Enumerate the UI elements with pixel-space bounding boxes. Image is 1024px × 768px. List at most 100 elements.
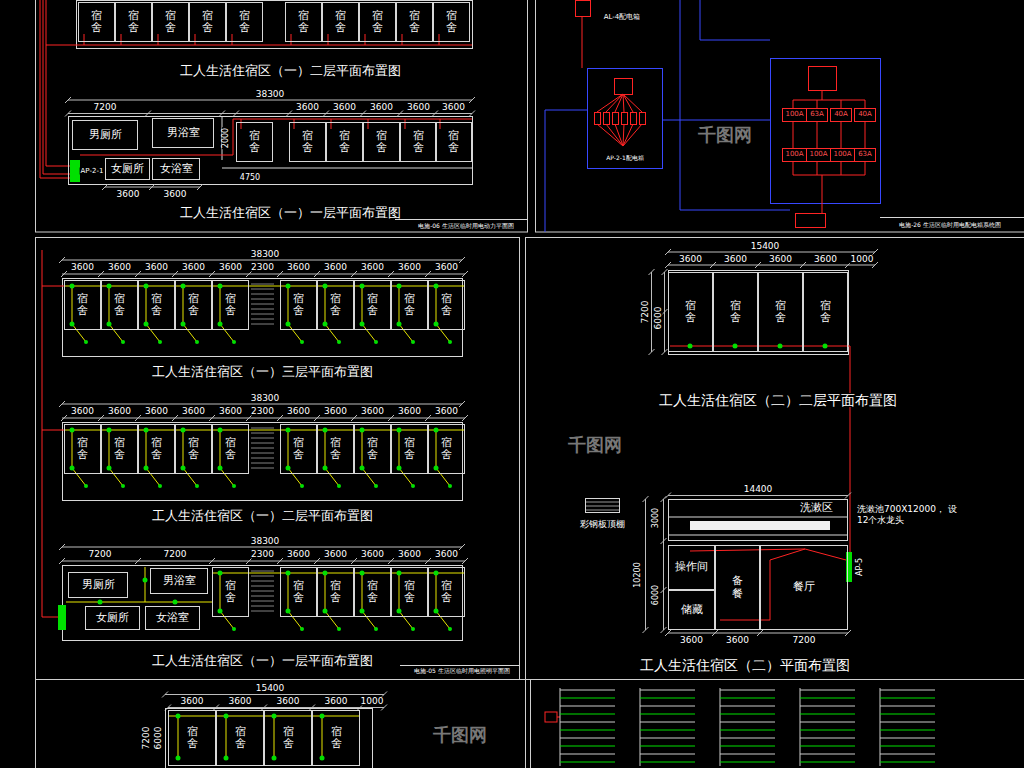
room-box: 宿舍 bbox=[289, 122, 326, 162]
lamp-symbol bbox=[218, 609, 223, 614]
room-box: 宿舍 bbox=[280, 567, 317, 617]
lamp-symbol bbox=[107, 284, 112, 289]
panel-frame bbox=[36, 680, 526, 768]
dimension-tick bbox=[197, 184, 203, 190]
dimension-tick bbox=[209, 415, 215, 421]
lamp-symbol bbox=[778, 344, 783, 349]
wire bbox=[841, 122, 842, 148]
lamp-symbol bbox=[70, 466, 75, 471]
stair-tread bbox=[251, 601, 274, 602]
room-box: 宿舍 bbox=[312, 710, 360, 766]
lighting-wire bbox=[322, 716, 323, 758]
dimension-tick bbox=[665, 262, 671, 268]
lamp-symbol bbox=[218, 284, 223, 289]
lighting-wire bbox=[64, 430, 465, 431]
switch-symbol bbox=[232, 627, 236, 631]
lighting-wire bbox=[183, 324, 197, 342]
dimension-text: 3600 bbox=[813, 255, 838, 264]
dimension-tick bbox=[462, 558, 468, 564]
box-outline bbox=[588, 69, 663, 169]
lamp-symbol bbox=[360, 322, 365, 327]
room-name: 宿舍 bbox=[820, 300, 831, 324]
lamp-symbol bbox=[181, 466, 186, 471]
circuit-line bbox=[880, 730, 935, 731]
lighting-wire bbox=[325, 573, 326, 611]
dimension-tick bbox=[845, 493, 851, 499]
dimension-tick bbox=[388, 415, 394, 421]
dimension-tick bbox=[360, 111, 366, 117]
dimension-text: 1000 bbox=[850, 255, 875, 264]
wire bbox=[328, 34, 329, 45]
room-box: 宿舍 bbox=[396, 2, 433, 42]
switch-symbol bbox=[411, 484, 415, 488]
drawing-title: 工人生活住宿区（二）二层平面布置图 bbox=[658, 393, 898, 407]
room-box: 操作间 bbox=[668, 545, 715, 590]
dimension-line bbox=[668, 265, 875, 266]
dimension-tick bbox=[102, 184, 108, 190]
wire bbox=[865, 100, 866, 108]
lamp-symbol bbox=[181, 428, 186, 433]
dimension-tick bbox=[219, 111, 225, 117]
room-name: 宿舍 bbox=[239, 10, 250, 34]
wire bbox=[700, 0, 770, 40]
lighting-wire bbox=[109, 430, 110, 468]
wire bbox=[76, 45, 472, 46]
lighting-wire bbox=[362, 286, 363, 324]
wire bbox=[121, 34, 122, 45]
stair-tread bbox=[251, 294, 274, 295]
dimension-line bbox=[62, 274, 465, 275]
stair-tread bbox=[251, 591, 274, 592]
lamp-symbol bbox=[320, 714, 325, 719]
circuit-line bbox=[640, 738, 695, 739]
room-name: 宿舍 bbox=[441, 293, 452, 317]
dimension-text: 3600 bbox=[70, 407, 95, 416]
room-box: 宿舍 bbox=[212, 424, 249, 474]
lighting-wire bbox=[399, 324, 413, 342]
dimension-text: 3600 bbox=[180, 697, 205, 706]
room-name: 宿舍 bbox=[446, 10, 457, 34]
breaker-box: 40A bbox=[854, 108, 876, 122]
dimension-line bbox=[62, 404, 462, 405]
room-box: 宿舍 bbox=[758, 272, 803, 352]
room-name: 储藏 bbox=[681, 604, 703, 616]
dimension-line bbox=[668, 495, 848, 496]
breaker-rating: 40A bbox=[858, 111, 872, 119]
lighting-wire bbox=[183, 430, 184, 468]
wire bbox=[365, 34, 366, 45]
wire bbox=[402, 34, 403, 45]
room-name: 宿舍 bbox=[331, 726, 342, 750]
wire bbox=[582, 16, 583, 68]
room-name: 宿舍 bbox=[283, 726, 294, 750]
building-outline bbox=[63, 279, 463, 357]
dimension-text: 3600 bbox=[397, 550, 422, 559]
switch-box bbox=[576, 1, 591, 17]
breaker-symbol bbox=[631, 113, 637, 125]
dimension-text: 3600 bbox=[360, 550, 385, 559]
circuit-line bbox=[800, 722, 855, 723]
dimension-text: 7200 bbox=[641, 300, 650, 325]
room-name: 宿舍 bbox=[376, 130, 387, 154]
dimension-text: 2300 bbox=[250, 263, 275, 272]
stair-tread bbox=[251, 581, 274, 582]
room-box: 宿舍 bbox=[212, 280, 249, 330]
wire bbox=[331, 119, 332, 129]
dimension-text: 3600 bbox=[163, 190, 188, 199]
dimension-text: 3600 bbox=[181, 407, 206, 416]
breaker-symbol bbox=[622, 113, 628, 125]
stair-tread bbox=[251, 309, 274, 310]
dimension-text: 7200 bbox=[142, 726, 151, 751]
room-box: 宿舍 bbox=[391, 424, 428, 474]
wire bbox=[405, 119, 406, 129]
switch-symbol bbox=[337, 340, 341, 344]
room-box: 宿舍 bbox=[803, 272, 848, 352]
dimension-tick bbox=[662, 269, 668, 275]
dimension-tick bbox=[459, 401, 465, 407]
circuit-line bbox=[880, 762, 935, 763]
room-box: 宿舍 bbox=[115, 2, 152, 42]
dimension-tick bbox=[314, 558, 320, 564]
dimension-tick bbox=[425, 558, 431, 564]
circuit-line bbox=[560, 698, 615, 699]
lamp-symbol bbox=[272, 756, 277, 761]
room-name: 洗漱区 bbox=[800, 502, 833, 514]
wire bbox=[440, 119, 441, 129]
